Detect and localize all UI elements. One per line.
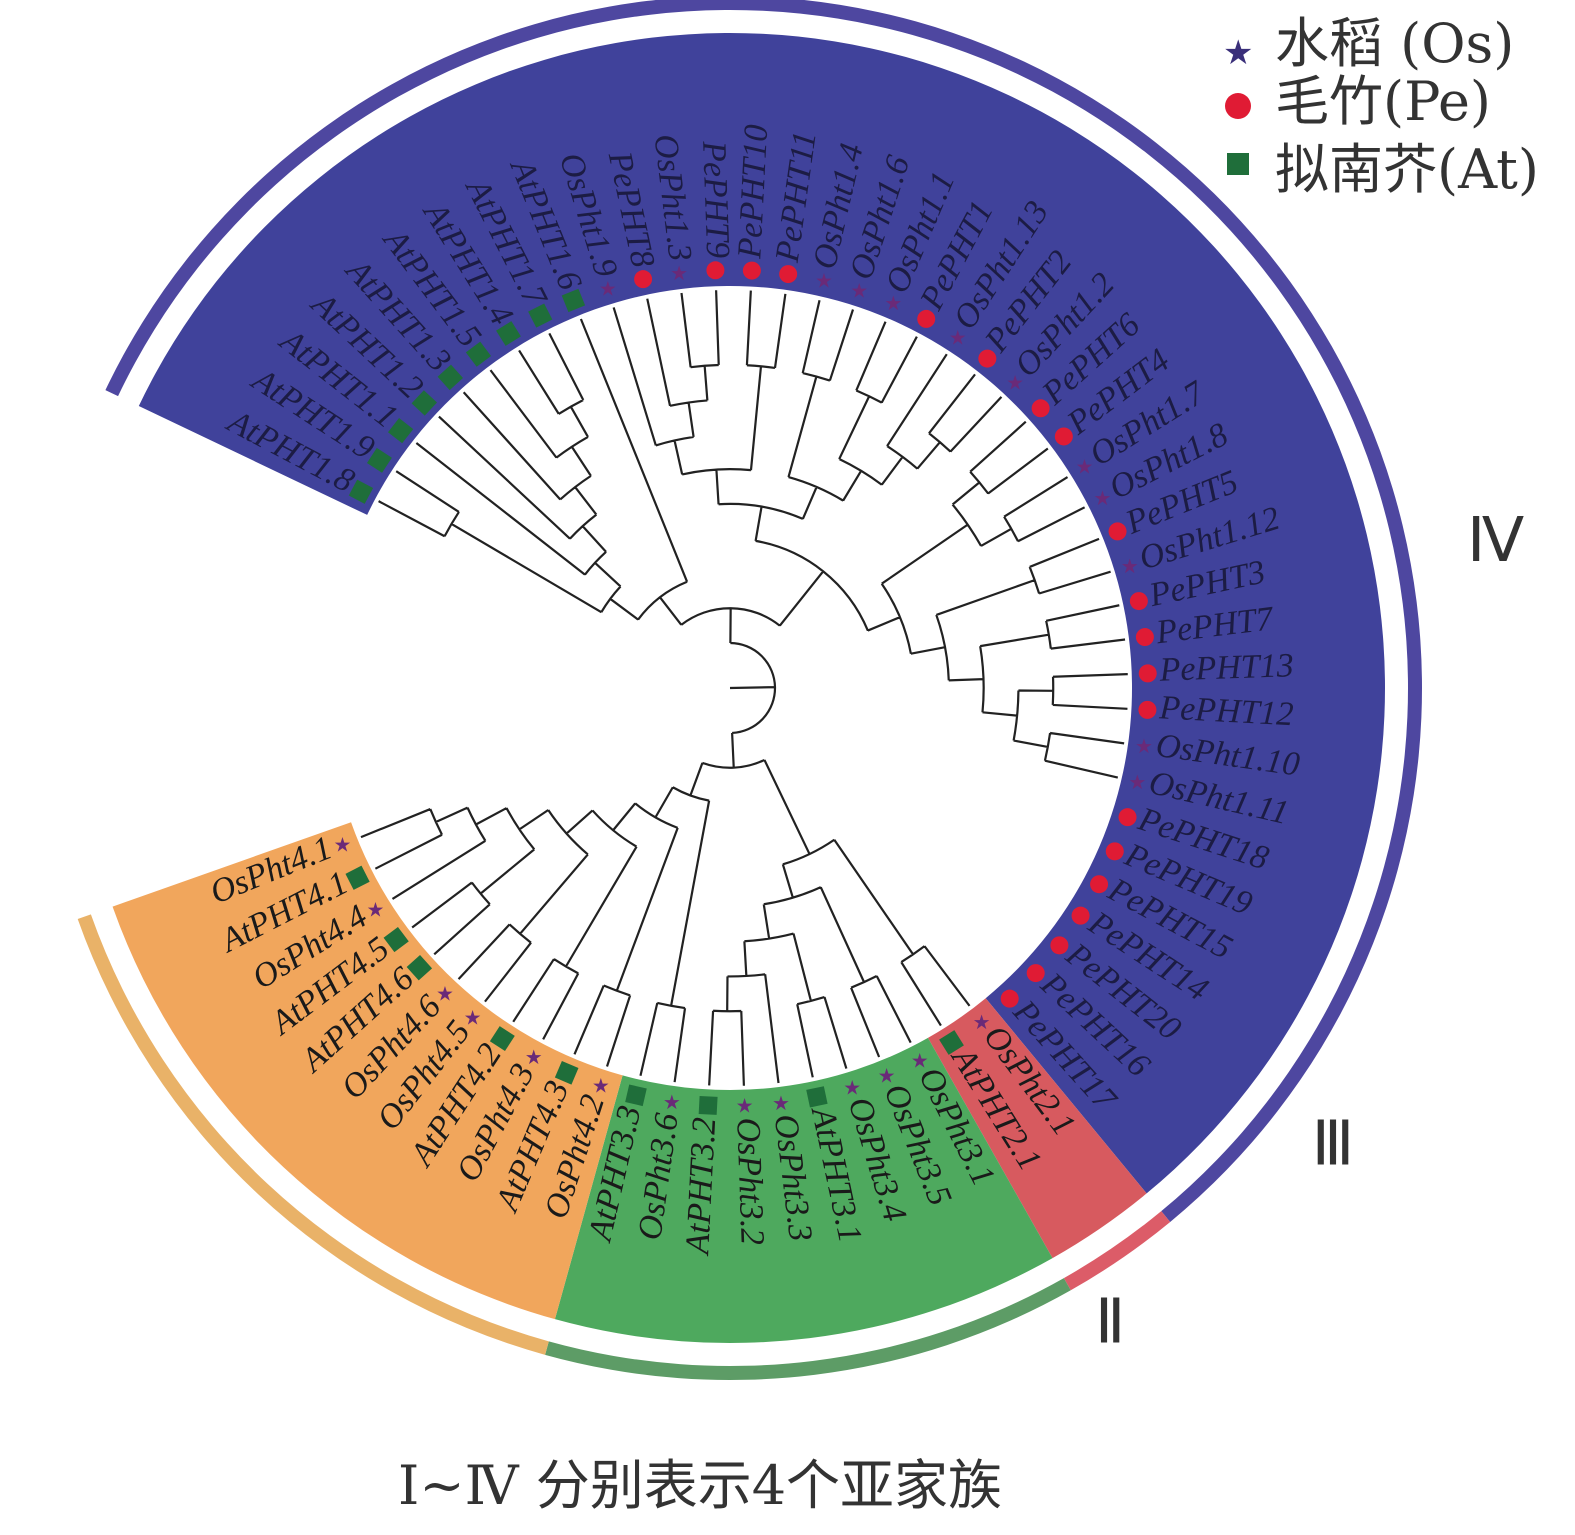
marker-square-icon	[437, 364, 464, 391]
marker-square-icon	[625, 1084, 647, 1107]
tree-branches	[360, 290, 1128, 1086]
legend-label-at: 拟南芥(At)	[1275, 138, 1539, 201]
clade-band-I	[138, 32, 1386, 1194]
legend: ★ 水稻 (Os) 毛竹(Pe) 拟南芥(At)	[1223, 12, 1539, 201]
marker-square-icon	[411, 390, 438, 416]
clade-label-I: Ⅰ	[0, 656, 1, 724]
marker-star-icon: ★	[1135, 734, 1153, 758]
clade-band-IV	[112, 822, 623, 1320]
marker-circle-icon	[1108, 522, 1127, 541]
marker-star-icon: ★	[1093, 486, 1111, 510]
marker-square-icon	[489, 1026, 515, 1052]
marker-square-icon	[465, 341, 492, 367]
leaf-label: AtPHT3.2	[679, 1116, 723, 1257]
marker-star-icon: ★	[436, 982, 454, 1006]
marker-star-icon: ★	[884, 291, 902, 315]
legend-circle-icon	[1225, 93, 1251, 119]
marker-circle-icon	[1138, 700, 1157, 719]
legend-item-at: 拟南芥(At)	[1227, 138, 1539, 201]
legend-label-os: 水稻 (Os)	[1275, 12, 1514, 75]
tree-branch-paths	[360, 290, 1128, 1086]
marker-circle-icon	[1138, 664, 1157, 683]
marker-star-icon: ★	[843, 1076, 861, 1100]
marker-star-icon: ★	[973, 1010, 991, 1034]
leaf-label: OsPht3.2	[729, 1117, 770, 1246]
legend-item-pe: 毛竹(Pe)	[1225, 70, 1491, 133]
marker-star-icon: ★	[1006, 370, 1024, 394]
marker-star-icon: ★	[878, 1064, 896, 1088]
marker-star-icon: ★	[367, 898, 385, 922]
leaf-labels: AtPHT1.8AtPHT1.9AtPHT1.1AtPHT1.2AtPHT1.3…	[205, 124, 1302, 1257]
clade-band-II	[927, 998, 1147, 1259]
clade-label-II: Ⅱ	[1095, 1289, 1126, 1357]
marker-square-icon	[698, 1095, 718, 1115]
marker-circle-icon	[1071, 906, 1090, 925]
marker-circle-icon	[1054, 427, 1073, 446]
marker-square-icon	[366, 447, 392, 473]
marker-circle-icon	[742, 261, 761, 280]
marker-star-icon: ★	[850, 278, 868, 302]
marker-circle-icon	[706, 261, 725, 280]
clade-ring-II	[1063, 1211, 1171, 1291]
marker-circle-icon	[1090, 875, 1109, 894]
marker-star-icon: ★	[949, 325, 967, 349]
marker-circle-icon	[1000, 989, 1019, 1008]
marker-square-icon	[939, 1030, 964, 1055]
leaf-label: PePHT13	[1158, 647, 1294, 689]
leaf-label: PePHT9	[695, 140, 736, 259]
clade-labels: Ⅰ Ⅱ Ⅲ Ⅳ	[0, 507, 1524, 1356]
legend-square-icon	[1227, 153, 1249, 175]
marker-square-icon	[496, 321, 521, 346]
marker-star-icon: ★	[599, 276, 617, 300]
marker-square-icon	[383, 926, 409, 953]
marker-circle-icon	[917, 309, 936, 328]
clade-ring-III	[545, 1278, 1071, 1380]
marker-square-icon	[406, 954, 433, 981]
marker-star-icon: ★	[772, 1091, 790, 1115]
marker-star-icon: ★	[911, 1048, 929, 1072]
marker-star-icon: ★	[1128, 770, 1146, 794]
marker-square-icon	[387, 418, 414, 444]
species-markers: ★ ★ ★ ★ ★ ★ ★ ★ ★ ★ ★ ★ ★ ★ ★ ★ ★ ★ ★ ★ ★ ★ ★ ★ ★	[333, 261, 1157, 1118]
marker-circle-icon	[1050, 936, 1069, 955]
marker-star-icon: ★	[736, 1094, 754, 1118]
legend-star-icon: ★	[1223, 33, 1253, 73]
marker-circle-icon	[1031, 399, 1050, 418]
marker-square-icon	[806, 1086, 828, 1108]
marker-square-icon	[348, 479, 374, 504]
marker-circle-icon	[779, 265, 798, 284]
marker-star-icon: ★	[1076, 454, 1094, 478]
clade-band-III	[554, 1037, 1053, 1343]
marker-star-icon: ★	[333, 833, 351, 857]
leaf-label: PePHT10	[731, 124, 775, 261]
marker-square-icon	[561, 288, 586, 313]
marker-star-icon: ★	[592, 1074, 610, 1098]
marker-star-icon: ★	[670, 261, 688, 285]
clade-label-IV: Ⅳ	[1467, 507, 1524, 575]
marker-circle-icon	[1135, 628, 1154, 647]
marker-circle-icon	[978, 349, 997, 368]
legend-item-os: ★ 水稻 (Os)	[1223, 12, 1514, 75]
marker-circle-icon	[1129, 592, 1148, 611]
leaf-label: PePHT12	[1158, 689, 1295, 733]
clade-outer-rings	[77, 0, 1422, 1380]
marker-star-icon: ★	[1121, 554, 1139, 578]
marker-square-icon	[528, 303, 553, 328]
marker-star-icon: ★	[464, 1005, 482, 1029]
marker-square-icon	[345, 865, 370, 890]
figure-caption: Ⅰ~Ⅳ 分别表示4个亚家族	[398, 1454, 1002, 1517]
marker-square-icon	[554, 1060, 579, 1085]
marker-circle-icon	[634, 270, 653, 289]
marker-circle-icon	[1118, 808, 1137, 827]
marker-star-icon: ★	[815, 269, 833, 293]
marker-circle-icon	[1105, 842, 1124, 861]
legend-label-pe: 毛竹(Pe)	[1275, 70, 1491, 133]
clade-label-III: Ⅲ	[1312, 1110, 1355, 1178]
marker-star-icon: ★	[525, 1045, 543, 1069]
clade-background-bands	[112, 32, 1386, 1343]
marker-star-icon: ★	[663, 1090, 681, 1114]
marker-circle-icon	[1026, 964, 1045, 983]
